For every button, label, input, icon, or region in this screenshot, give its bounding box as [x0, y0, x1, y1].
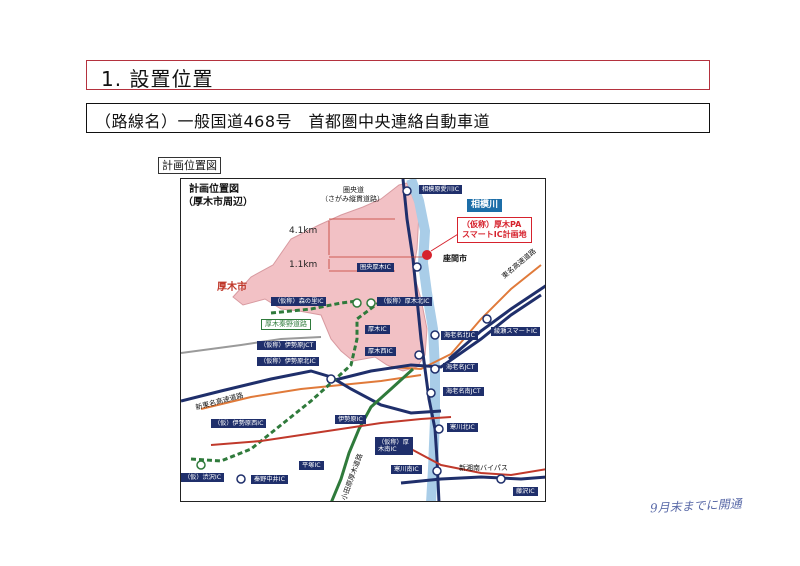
ic-atsugi: 厚木IC [365, 325, 390, 335]
fujisawa-marker [496, 474, 506, 484]
ic-hadano-nakai: 秦野中井IC [251, 475, 288, 485]
odawara-line [330, 367, 415, 501]
hadano-road-label: 厚木秦野道路 [261, 319, 311, 330]
handwritten-note: 9月末までに開通 [649, 496, 742, 516]
red-road-1 [210, 416, 452, 446]
gray-road [181, 336, 322, 354]
ic-sagamihara-aikawa: 相模原愛川IC [419, 185, 463, 195]
ic-ebina-minami-jct: 海老名南JCT [443, 387, 484, 397]
shibusawa-marker [196, 460, 206, 470]
shinshonan-label: 新湘南バイパス [459, 464, 508, 472]
ic-hiratsuka: 平塚IC [299, 461, 324, 471]
ic-ayase-smart: 綾瀬スマートIC [491, 327, 541, 337]
ebina-minami-jct-marker [426, 388, 436, 398]
plan-site-callout: （仮称）厚木PA スマートIC計画地 [457, 217, 532, 243]
distance-lower-label: 1.1km [289, 260, 318, 270]
ic-isehara-jct: （仮称）伊勢原JCT [257, 341, 317, 351]
ic-shibusawa: （仮）渋沢IC [181, 473, 225, 483]
plan-site-line2: スマートIC計画地 [462, 230, 527, 239]
ic-isehara-nishi: （仮）伊勢原西IC [211, 419, 267, 429]
ic-isehara: 伊勢原IC [335, 415, 366, 425]
map-inner-title-line1: 計画位置図 [189, 184, 239, 195]
ic-samukawa-kita: 寒川北IC [447, 423, 478, 433]
atsugi-ic-marker [414, 350, 424, 360]
ayase-marker [482, 314, 492, 324]
kenodo-label-line1: 圏央道 [343, 186, 364, 194]
sagamihara-marker [402, 186, 412, 196]
hadano-nakai-marker [236, 474, 246, 484]
atsugi-kita-marker [366, 298, 376, 308]
ic-isehara-kita: （仮称）伊勢原北IC [257, 357, 319, 367]
route-name-box: （路線名）一般国道468号 首都圏中央連絡自動車道 [86, 103, 710, 133]
red-road-2 [410, 448, 545, 477]
city-zama-label: 座間市 [443, 254, 467, 263]
atsugi-city-area [232, 182, 428, 372]
kenodo-label-line2: （さがみ縦貫道路） [321, 195, 384, 203]
map-inner-title-line2: （厚木市周辺） [183, 197, 253, 208]
ic-kenodo-atsugi: 圏央厚木IC [357, 263, 394, 273]
shinshonan-line [400, 475, 545, 485]
distance-upper-label: 4.1km [289, 226, 318, 236]
route-name: （路線名）一般国道468号 首都圏中央連絡自動車道 [95, 112, 491, 131]
river-label: 相模川 [467, 199, 503, 212]
ic-atsugi-minami: （仮称）厚木南IC [375, 437, 413, 455]
map-drawing [181, 179, 545, 501]
hadano-road-north [270, 299, 358, 315]
samukawa-minami-marker [432, 466, 442, 476]
ic-atsugi-nishi: 厚木西IC [365, 347, 396, 357]
ic-ebina-jct: 海老名JCT [443, 363, 478, 373]
ic-samukawa-minami: 寒川南IC [391, 465, 422, 475]
location-map: 計画位置図 （厚木市周辺） 圏央道 （さがみ縦貫道路） 相模原愛川IC 相模川 … [180, 178, 546, 502]
kenodo-atsugi-marker [412, 262, 422, 272]
ic-ebina-kita: 海老名北IC [441, 331, 478, 341]
plan-site-line1: （仮称）厚木PA [462, 220, 522, 229]
ic-atsugi-kita: （仮称）厚木北IC [377, 297, 433, 307]
tomei-line-east [448, 284, 545, 361]
samukawa-kita-marker [434, 424, 444, 434]
ebina-jct-marker [430, 364, 440, 374]
orange-road-west [200, 374, 422, 410]
hadano-road-line [190, 299, 382, 463]
tomei-line [330, 293, 542, 383]
section-title: 1. 設置位置 [101, 67, 214, 91]
isehara-jct-marker [326, 374, 336, 384]
city-atsugi-label: 厚木市 [217, 282, 247, 293]
morinosato-marker [352, 298, 362, 308]
map-caption: 計画位置図 [158, 157, 221, 174]
sagami-river [406, 179, 440, 501]
plan-site-marker [422, 250, 432, 260]
section-title-box: 1. 設置位置 [86, 60, 710, 91]
ic-fujisawa: 藤沢IC [513, 487, 538, 497]
ebina-kita-marker [430, 330, 440, 340]
ic-morinosato: （仮称）森の里IC [271, 297, 327, 307]
